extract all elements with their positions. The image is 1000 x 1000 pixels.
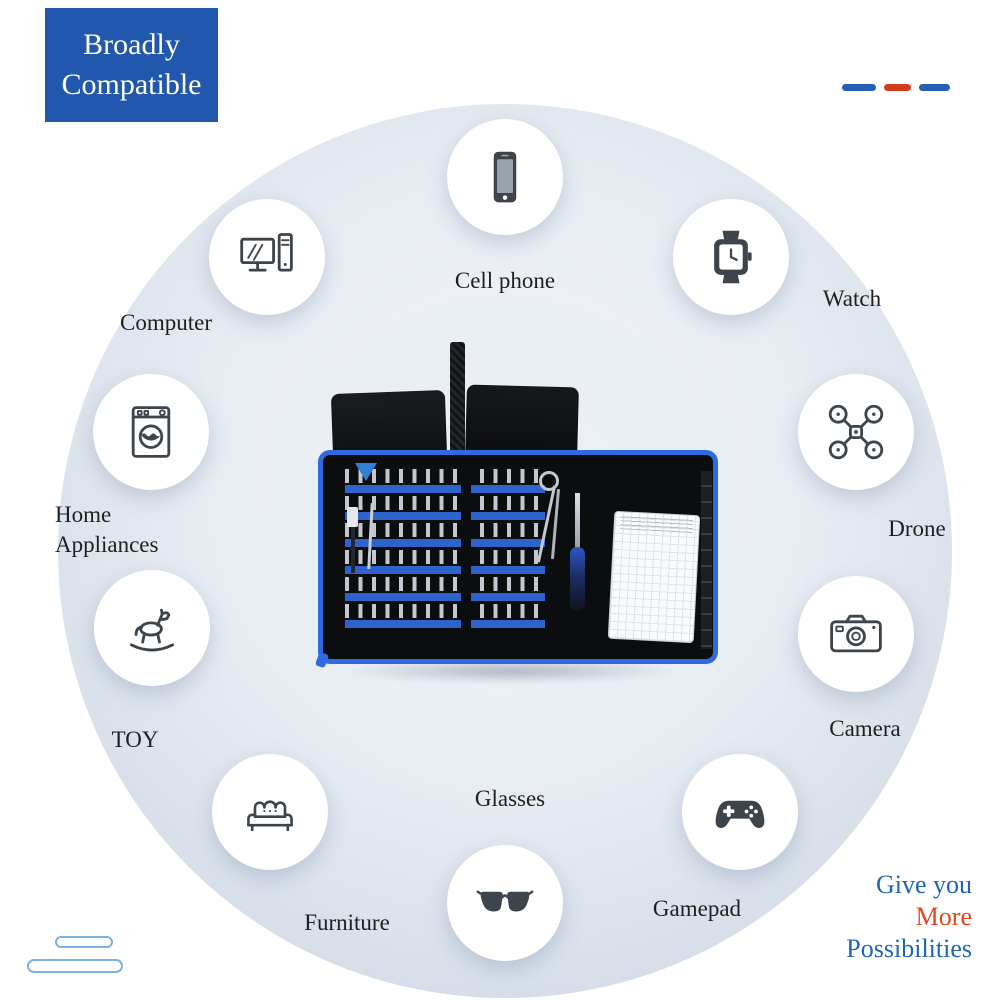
- toolkit-product-image: [300, 340, 740, 684]
- tagline-line1: Give you: [875, 870, 972, 899]
- cell-phone-icon: [447, 119, 563, 235]
- decor-dash-blue-2: [919, 84, 950, 91]
- badge-line1: Broadly: [83, 28, 180, 61]
- tagline-line3: Possibilities: [846, 934, 972, 963]
- bit-row: [345, 469, 545, 493]
- device-label-drone: Drone: [888, 516, 946, 541]
- decor-capsule-2: [27, 959, 123, 973]
- device-label-home-appliances: Home Appliances: [55, 502, 159, 557]
- device-label-toy: TOY: [111, 727, 159, 752]
- device-label-glasses: Glasses: [474, 786, 546, 811]
- pry-pick-tool: [355, 463, 377, 481]
- tool-case: [314, 450, 718, 669]
- device-label-gamepad: Gamepad: [652, 896, 742, 921]
- zipper-pull: [314, 651, 330, 669]
- watch-icon: [673, 199, 789, 315]
- bit-row: [345, 550, 545, 574]
- elastic-band: [701, 471, 712, 649]
- decor-dash-blue-1: [842, 84, 876, 91]
- bit-row: [345, 523, 545, 547]
- drone-icon: [798, 374, 914, 490]
- device-label-furniture: Furniture: [304, 910, 390, 935]
- cleaning-brush-handle: [351, 527, 355, 573]
- sofa-icon: [212, 754, 328, 870]
- case-flap-right: [465, 384, 579, 460]
- device-label-cell-phone: Cell phone: [454, 268, 556, 293]
- device-label-computer: Computer: [120, 310, 212, 335]
- rocking-horse-icon: [94, 570, 210, 686]
- badge-line2: Compatible: [61, 68, 202, 101]
- case-fold-gap: [461, 465, 471, 639]
- camera-icon: [798, 576, 914, 692]
- screwdriver-shaft: [575, 493, 580, 549]
- computer-icon: [209, 199, 325, 315]
- magnetic-project-mat: [607, 510, 701, 644]
- sunglasses-icon: [447, 845, 563, 961]
- bit-row: [345, 604, 545, 628]
- decor-dash-red: [884, 84, 911, 91]
- bit-row: [345, 577, 545, 601]
- gamepad-icon: [682, 754, 798, 870]
- broadly-compatible-badge: Broadly Compatible: [45, 8, 218, 122]
- keyring-tool: [539, 471, 559, 491]
- device-label-camera: Camera: [829, 716, 901, 741]
- cleaning-brush-bristles: [347, 507, 358, 527]
- hanging-strap: [450, 342, 465, 458]
- bit-row: [345, 496, 545, 520]
- washing-machine-icon: [93, 374, 209, 490]
- screwdriver-handle: [570, 547, 585, 611]
- mat-header-lines: [620, 516, 694, 533]
- tagline-line2: More: [915, 902, 972, 931]
- decor-capsule-1: [55, 936, 113, 948]
- device-label-watch: Watch: [822, 286, 882, 311]
